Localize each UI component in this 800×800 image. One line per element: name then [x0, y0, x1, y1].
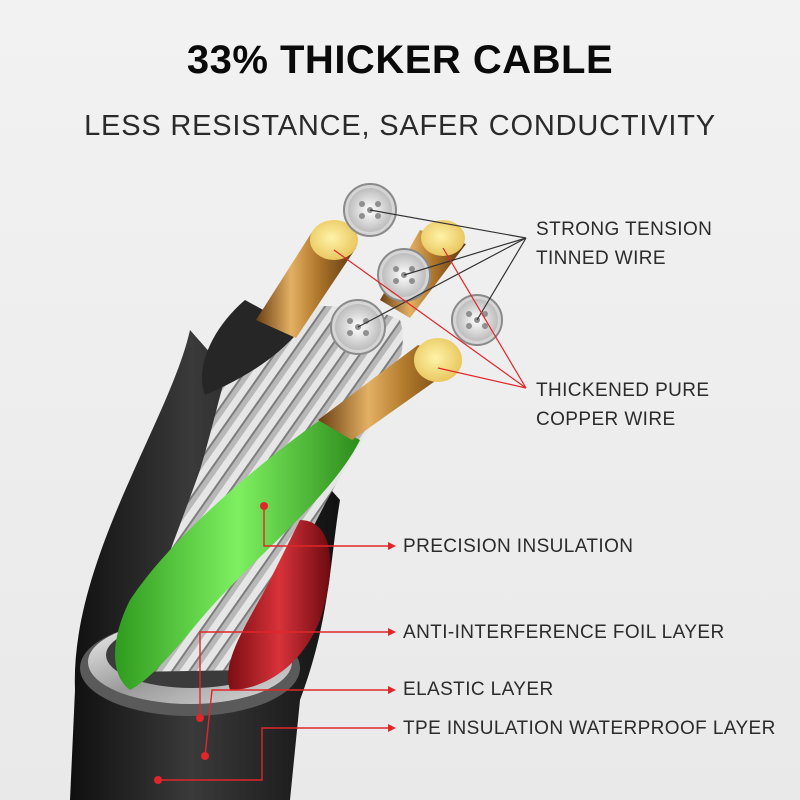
callout-tpe: TPE INSULATION WATERPROOF LAYER	[403, 718, 776, 739]
callout-copper: THICKENED PURE COPPER WIRE	[536, 380, 710, 430]
page-subtitle: LESS RESISTANCE, SAFER CONDUCTIVITY	[84, 110, 716, 142]
leader-lines-tension	[357, 209, 527, 328]
callout-foil: ANTI-INTERFERENCE FOIL LAYER	[403, 622, 725, 643]
leader-lines-layers	[158, 506, 390, 781]
callout-tension: STRONG TENSION TINNED WIRE	[536, 219, 713, 269]
page-title: 33% THICKER CABLE	[186, 38, 614, 82]
red-core	[228, 520, 331, 690]
leader-lines-copper	[333, 247, 527, 389]
tinned-wire-ends	[330, 183, 503, 355]
callout-insulation: PRECISION INSULATION	[403, 536, 634, 557]
green-core	[115, 420, 360, 690]
callout-elastic: ELASTIC LAYER	[403, 679, 554, 700]
